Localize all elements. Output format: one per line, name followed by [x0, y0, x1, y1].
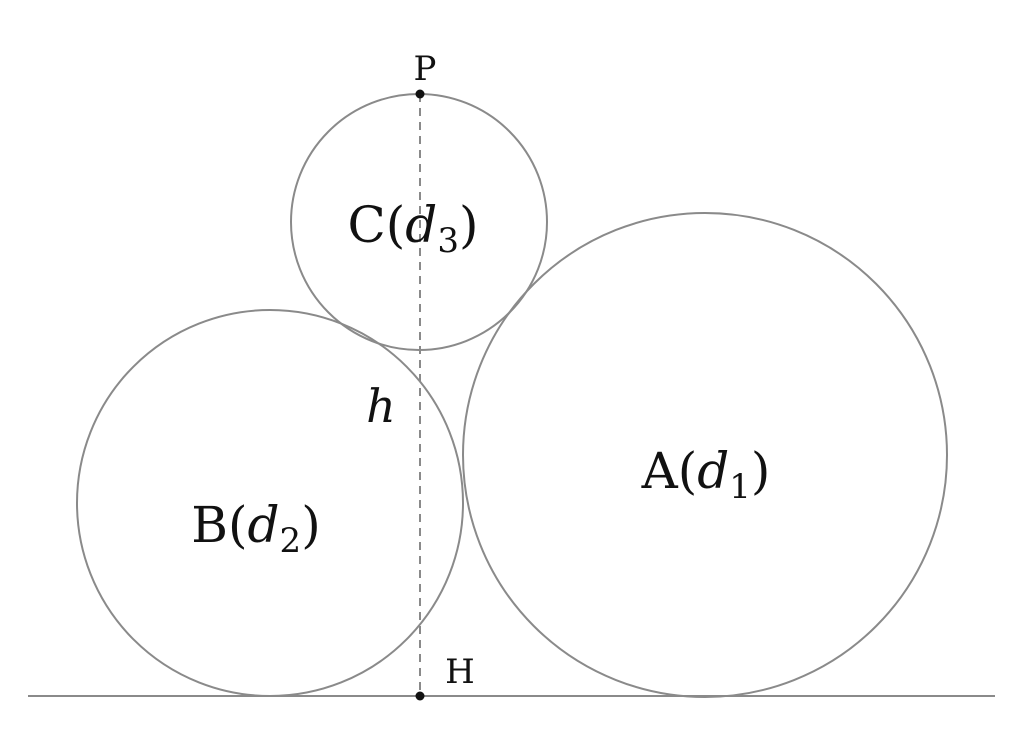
circle-a [462, 212, 948, 698]
point-p [415, 89, 425, 99]
circle-c-label: C(d3) [348, 196, 479, 261]
circle-a-label: A(d1) [641, 442, 771, 507]
point-p-label: P [414, 49, 437, 89]
circle-b-label: B(d2) [191, 496, 320, 561]
point-h [415, 691, 425, 701]
point-h-label: H [445, 652, 475, 692]
height-label: h [366, 379, 396, 433]
circle-b [76, 309, 464, 697]
